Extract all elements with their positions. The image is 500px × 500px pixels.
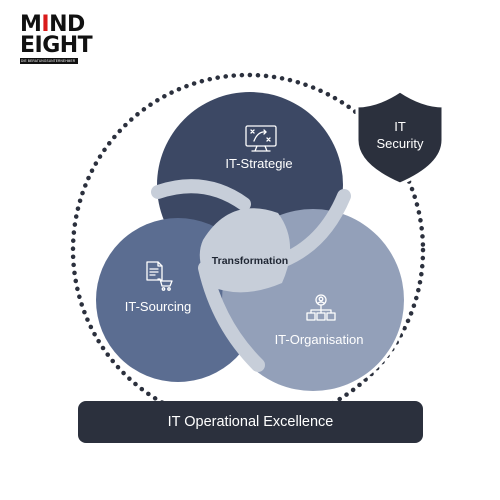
label-it-organisation: IT-Organisation xyxy=(275,332,364,347)
label-it-strategie: IT-Strategie xyxy=(225,156,292,171)
label-it-sourcing: IT-Sourcing xyxy=(125,299,191,314)
mind-eight-logo: MIND EIGHT DIE BERATUNGSUNTERNEHMER xyxy=(20,12,93,64)
shield-label-line2: Security xyxy=(377,136,424,151)
security-shield xyxy=(355,89,445,186)
logo-letters-post: ND xyxy=(49,12,85,37)
logo-line-1: MIND xyxy=(20,12,90,37)
logo-dotted-letter: I xyxy=(41,12,50,37)
operational-excellence-label: IT Operational Excellence xyxy=(167,414,334,430)
logo-letters-pre: M xyxy=(20,12,42,37)
shield-label-line1: IT xyxy=(394,119,406,134)
transformation-label: Transformation xyxy=(212,255,288,267)
logo-tagline: DIE BERATUNGSUNTERNEHMER xyxy=(20,58,78,64)
swirl-band-top xyxy=(151,179,251,211)
transformation-overlap xyxy=(199,208,291,293)
document-cart-icon xyxy=(146,261,173,291)
monitor-strategy-icon xyxy=(245,125,277,152)
logo-line-2: EIGHT xyxy=(20,33,93,58)
org-chart-icon xyxy=(306,294,336,321)
it-operational-excellence-bar: IT Operational Excellence xyxy=(78,401,423,443)
